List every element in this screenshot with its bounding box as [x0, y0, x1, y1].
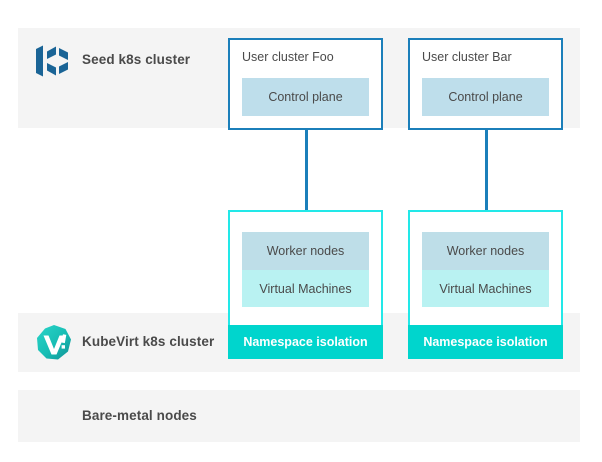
user-cluster-box-foo[interactable]: User cluster Foo Control plane — [228, 38, 383, 130]
worker-box-bar[interactable]: Worker nodes Virtual Machines — [408, 210, 563, 325]
layer-label-seed: Seed k8s cluster — [82, 52, 191, 67]
namespace-isolation-bar-bar: Namespace isolation — [408, 325, 563, 359]
worker-inner-foo: Worker nodes Virtual Machines — [242, 232, 369, 307]
layer-band-baremetal — [18, 390, 580, 442]
user-cluster-title-bar: User cluster Bar — [422, 50, 512, 64]
control-plane-box-bar: Control plane — [422, 78, 549, 116]
worker-nodes-box-bar: Worker nodes — [422, 232, 549, 270]
worker-nodes-box-foo: Worker nodes — [242, 232, 369, 270]
user-cluster-box-bar[interactable]: User cluster Bar Control plane — [408, 38, 563, 130]
user-cluster-title-foo: User cluster Foo — [242, 50, 334, 64]
worker-box-foo[interactable]: Worker nodes Virtual Machines — [228, 210, 383, 325]
layer-label-baremetal: Bare-metal nodes — [82, 408, 197, 423]
connector-line-bar — [485, 128, 488, 212]
namespace-isolation-bar-foo: Namespace isolation — [228, 325, 383, 359]
connector-line-foo — [305, 128, 308, 212]
kubevirt-logo-icon — [35, 324, 73, 362]
kubermatic-k8s-logo-icon — [34, 43, 70, 79]
layer-label-kubevirt: KubeVirt k8s cluster — [82, 334, 215, 349]
virtual-machines-box-foo: Virtual Machines — [242, 270, 369, 307]
worker-inner-bar: Worker nodes Virtual Machines — [422, 232, 549, 307]
control-plane-box-foo: Control plane — [242, 78, 369, 116]
virtual-machines-box-bar: Virtual Machines — [422, 270, 549, 307]
